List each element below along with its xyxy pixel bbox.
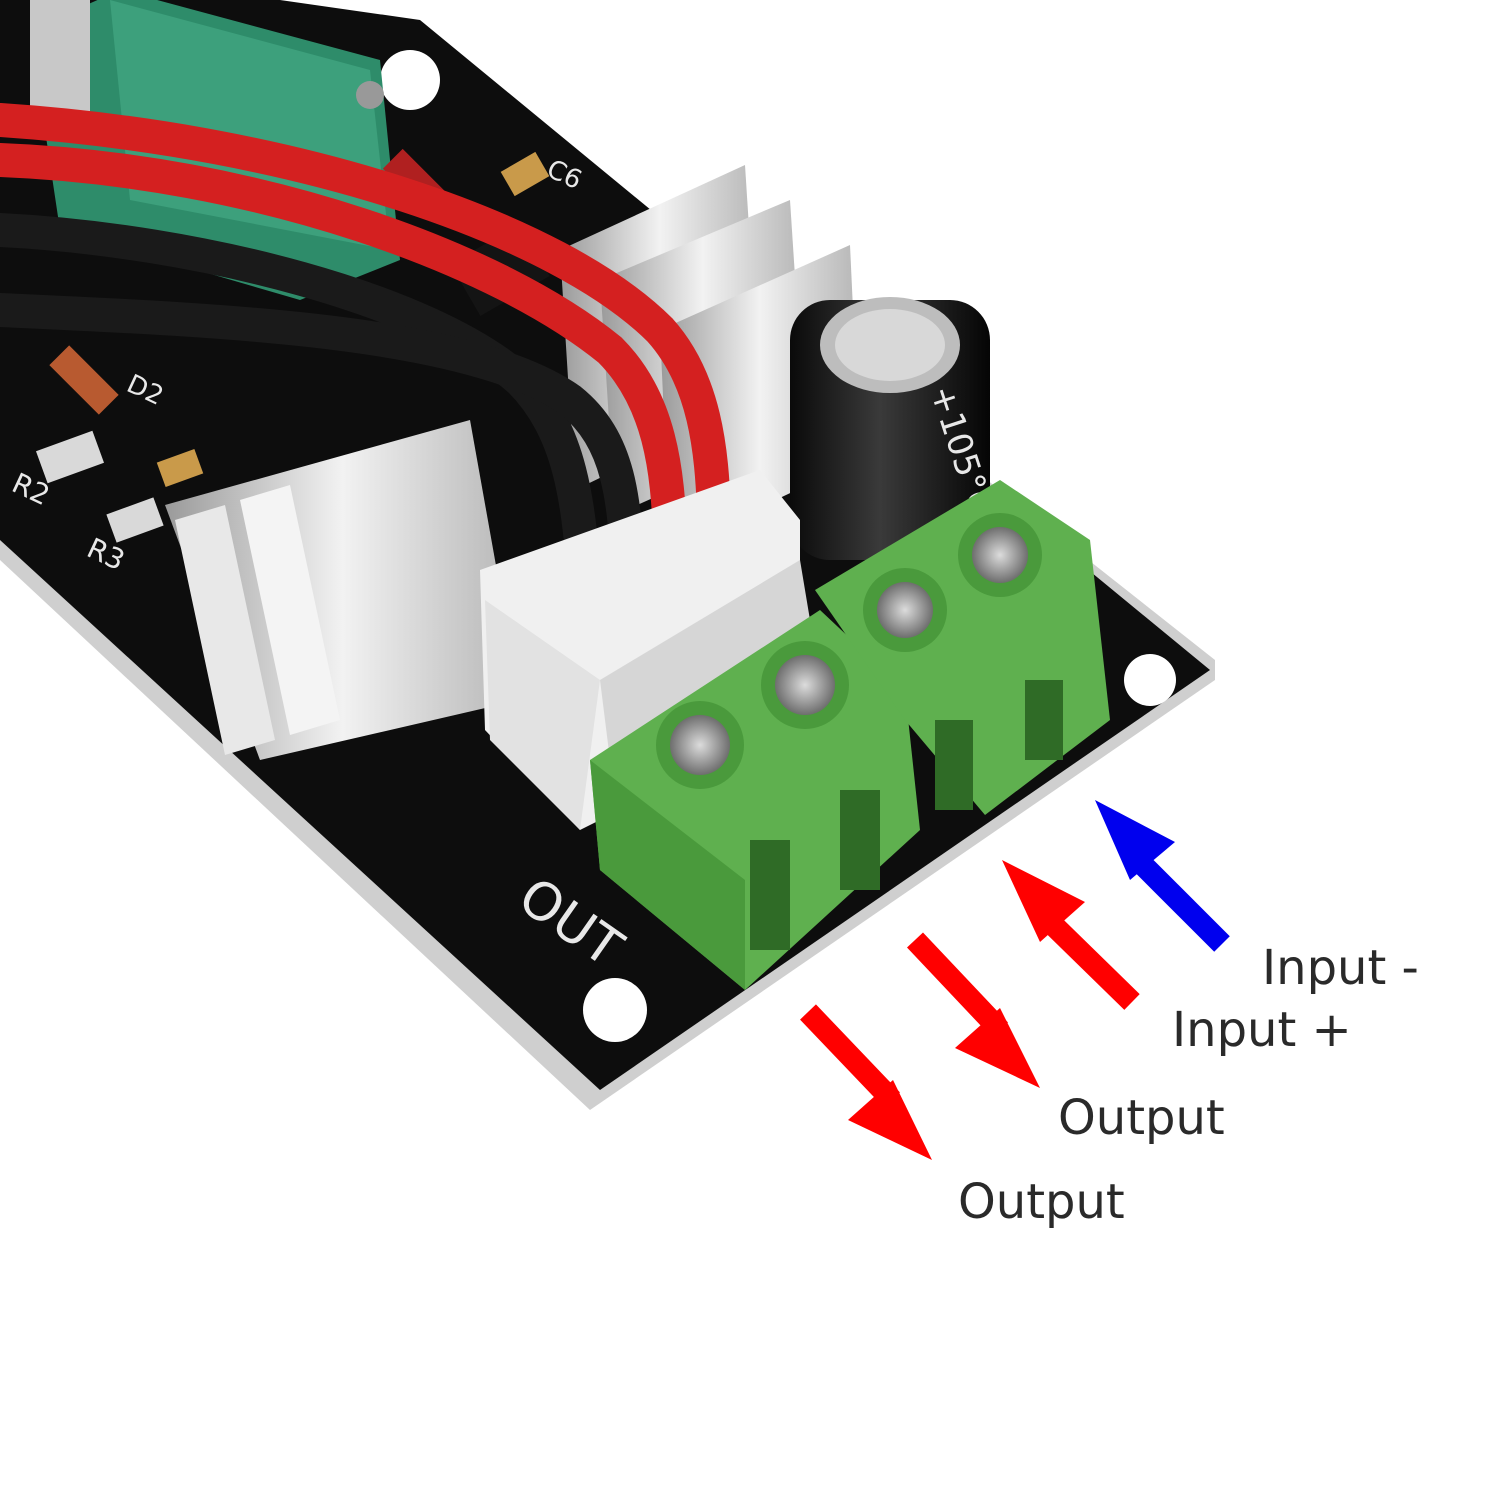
screw-terminal-input <box>815 480 1110 815</box>
arrow-up-left-icon <box>1002 860 1140 1010</box>
wire-connector <box>480 470 810 830</box>
input-plus-label: Input + <box>1172 1002 1352 1058</box>
arrow-down-right-icon <box>907 932 1040 1088</box>
input-minus-label: Input - <box>1262 940 1419 996</box>
screw-terminal-output <box>590 610 920 990</box>
wire-harness <box>0 103 731 617</box>
output-label: Output <box>958 1174 1125 1230</box>
mounting-hole <box>583 978 647 1042</box>
mounting-hole <box>380 50 440 110</box>
mounting-hole <box>1124 654 1176 706</box>
output-label: Output <box>1058 1090 1225 1146</box>
heatsink-front <box>165 420 520 760</box>
arrow-up-left-icon <box>1095 800 1230 952</box>
electrolytic-capacitor: +105°C <box>790 297 1001 560</box>
arrow-down-right-icon <box>800 1004 932 1160</box>
